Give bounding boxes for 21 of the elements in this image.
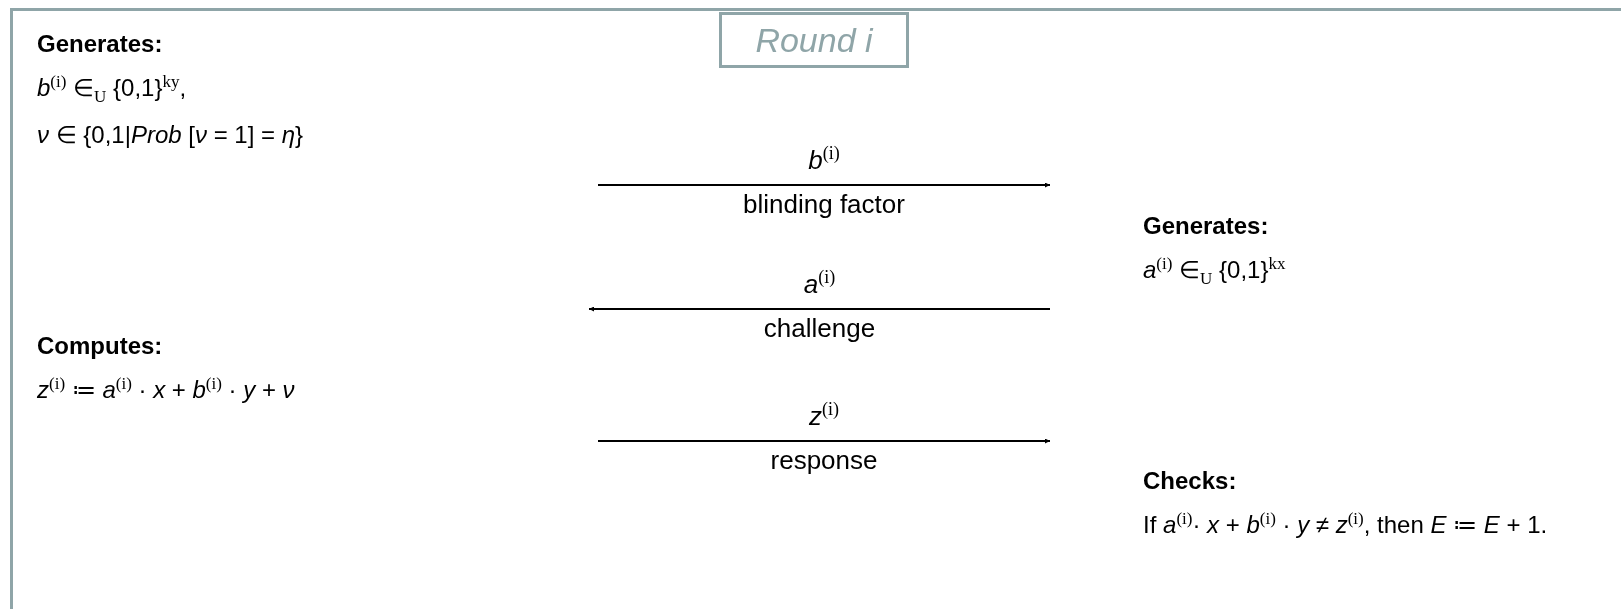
formula: b$^{(i)}$ ∈$_{U}$ {0,1}$^{ky}$, — [37, 71, 188, 108]
arrow — [597, 438, 1051, 444]
edge-label: blinding factor — [742, 189, 906, 220]
edge-label: challenge — [762, 313, 877, 344]
heading: Computes: — [37, 331, 164, 361]
heading: Checks: — [1143, 466, 1238, 496]
heading: Generates: — [37, 29, 164, 59]
formula: If a$^{(i)}$· x + b$^{(i)}$ · y ≠ z$^{(i)}$, then E ≔ E + 1. — [1143, 508, 1549, 540]
edge-label: response — [769, 445, 879, 476]
title-text: Round i — [755, 20, 873, 60]
formula: ν ∈ {0,1|Prob [ν = 1] = η} — [37, 119, 305, 150]
math-label: a$^{(i)}$ — [802, 267, 837, 300]
title-box — [719, 12, 909, 68]
arrow — [588, 306, 1051, 312]
math-label: b$^{(i)}$ — [807, 143, 841, 176]
math-label: z$^{(i)}$ — [808, 399, 840, 432]
formula: z$^{(i)}$ ≔ a$^{(i)}$ · x + b$^{(i)}$ · y + ν — [37, 373, 296, 405]
arrow — [597, 182, 1051, 188]
frame — [10, 8, 1621, 609]
formula: a$^{(i)}$ ∈$_{U}$ {0,1}$^{kx}$ — [1143, 253, 1287, 290]
heading: Generates: — [1143, 211, 1270, 241]
